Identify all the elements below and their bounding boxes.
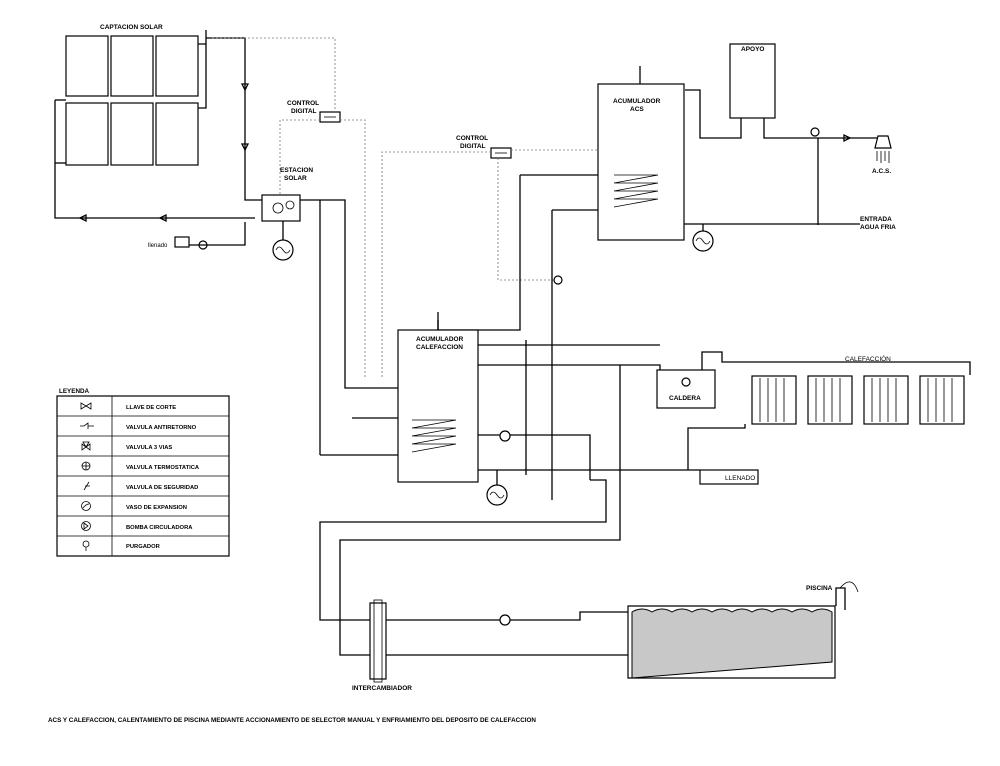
radiators	[751, 375, 965, 425]
legend-label-shutoff: LLAVE DE CORTE	[126, 405, 176, 411]
legend-label-three-way: VALVULA 3 VIAS	[126, 445, 172, 451]
check-valve-icon	[80, 422, 94, 429]
legend-label-thermostatic: VALVULA TERMOSTATICA	[126, 465, 200, 471]
legend-title: LEYENDA	[59, 388, 90, 395]
expansion-vessel-icon	[81, 501, 91, 511]
digital-control-mid	[490, 147, 512, 159]
diagram-caption: ACS Y CALEFACCION, CALENTAMIENTO DE PISC…	[48, 717, 536, 724]
heating-label: CALEFACCIÓN	[845, 354, 891, 363]
safety-valve-icon	[83, 481, 90, 491]
legend-label-safety: VALVULA DE SEGURIDAD	[126, 485, 198, 491]
fill-large-label: LLENADO	[725, 475, 755, 482]
digital-control-top	[319, 111, 341, 123]
three-way-valve-icon	[81, 441, 91, 451]
legend-label-expansion: VASO DE EXPANSION	[126, 505, 187, 511]
legend-label-pump: BOMBA CIRCULADORA	[126, 525, 193, 531]
shutoff-valve-icon	[80, 402, 92, 410]
legend: LEYENDA	[56, 388, 230, 557]
exchanger-label: INTERCAMBIADOR	[352, 685, 412, 692]
circulation-pump-icon	[81, 521, 91, 531]
legend-label-air-vent: PURGADOR	[126, 544, 161, 550]
dhw-outlet-label: A.C.S.	[872, 168, 891, 175]
boiler	[656, 369, 716, 409]
legend-label-check: VALVULA ANTIRETORNO	[126, 425, 197, 431]
backup-heater	[729, 43, 776, 119]
thermostatic-valve-icon	[81, 461, 91, 471]
solar-capture-label: CAPTACION SOLAR	[100, 24, 163, 31]
air-vent-icon	[82, 540, 90, 551]
pool-label: PISCINA	[806, 585, 833, 592]
dhw-outlet-shower	[874, 135, 892, 163]
solar-station	[261, 194, 301, 261]
backup-label: APOYO	[741, 46, 764, 53]
heating-tank	[397, 329, 479, 483]
boiler-label: CALDERA	[669, 395, 701, 402]
fill-point-small	[174, 222, 246, 250]
dhw-tank	[597, 83, 685, 241]
pool	[627, 581, 859, 679]
heat-exchanger	[369, 599, 387, 683]
fill-small-label: llenado	[148, 243, 168, 249]
fill-point-large	[699, 469, 759, 485]
solar-collectors	[65, 35, 199, 166]
